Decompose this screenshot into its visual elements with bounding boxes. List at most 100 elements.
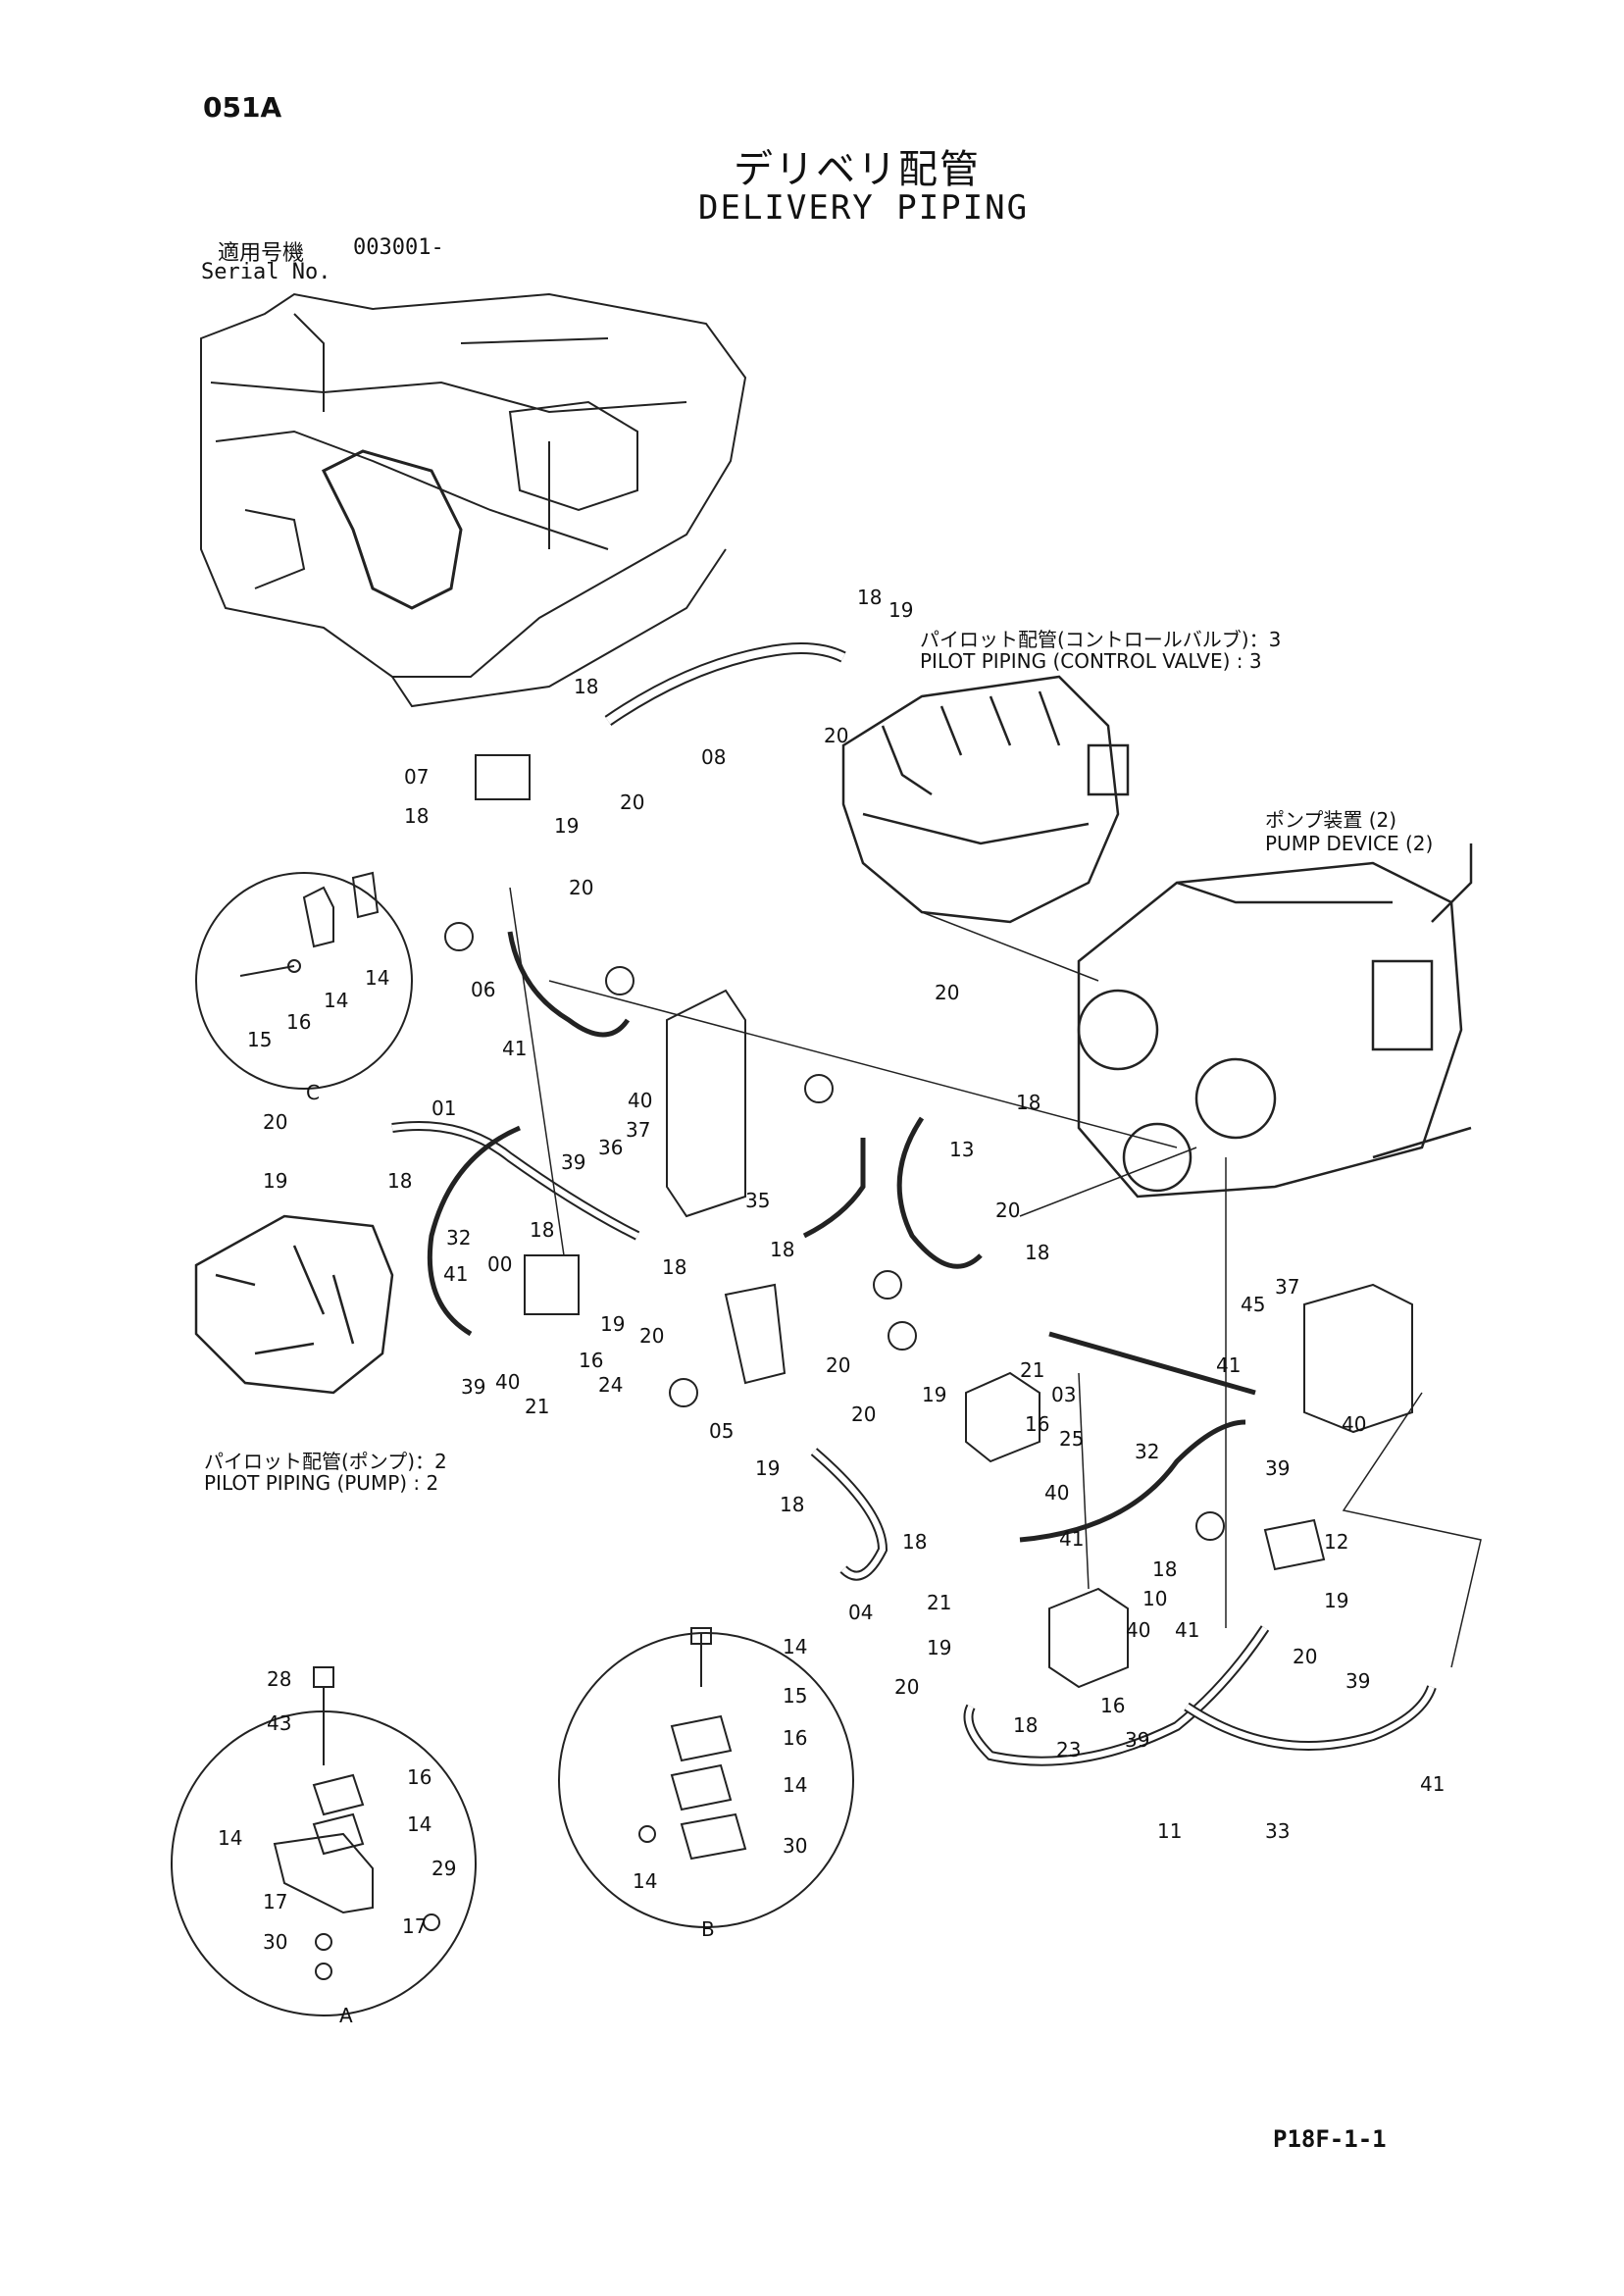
page-reference: P18F-1-1 — [1273, 2125, 1387, 2153]
callout: 25 — [1059, 1427, 1085, 1451]
callout: 21 — [525, 1395, 550, 1418]
callout: 19 — [1324, 1589, 1349, 1612]
callout: 40 — [495, 1370, 521, 1394]
detail-b-label: B — [701, 1917, 715, 1941]
detail-c-parts — [239, 871, 380, 977]
callout: 04 — [848, 1601, 874, 1624]
callout: 43 — [267, 1711, 292, 1735]
bracket-35 — [666, 989, 746, 1218]
callout: 40 — [1044, 1481, 1070, 1505]
callout: 33 — [1265, 1819, 1291, 1843]
pipe-06 — [507, 931, 631, 1038]
callout: 20 — [639, 1324, 665, 1348]
pump-device-note-en: PUMP DEVICE (2) — [1265, 832, 1434, 855]
callout: 21 — [1020, 1358, 1045, 1382]
pilot-pump-valve-illustration — [194, 1214, 394, 1395]
callout: 14 — [365, 966, 390, 990]
callout: 32 — [446, 1226, 472, 1250]
callout: 40 — [1126, 1618, 1151, 1642]
callout: 41 — [502, 1037, 528, 1060]
detail-c-label: C — [306, 1081, 320, 1104]
callout: 17 — [402, 1914, 428, 1938]
pump-device-note-ja: ポンプ装置 (2) — [1265, 808, 1397, 832]
callout: 41 — [1059, 1527, 1085, 1551]
callout: 16 — [286, 1010, 312, 1034]
callout: 06 — [471, 978, 496, 1001]
callout: 05 — [709, 1419, 735, 1443]
pilot-pump-note-ja: パイロット配管(ポンプ)：2 — [204, 1450, 447, 1473]
detail-a-parts — [273, 1666, 440, 1980]
callout: 14 — [218, 1826, 243, 1850]
detail-c-circle — [195, 872, 413, 1090]
serial-label-japanese: 適用号機 — [218, 241, 305, 266]
pump-device-illustration — [1077, 843, 1473, 1199]
callout: 14 — [783, 1773, 808, 1797]
callout: 20 — [824, 724, 849, 747]
callout: 30 — [783, 1834, 808, 1858]
callout: 07 — [404, 765, 430, 789]
callout: 14 — [324, 989, 349, 1012]
callout: 32 — [1135, 1440, 1160, 1463]
callout: 40 — [1342, 1412, 1367, 1436]
block-10 — [1048, 1587, 1129, 1689]
pipe-bar-top — [1048, 1331, 1256, 1396]
pipe-32-right — [1019, 1419, 1246, 1543]
callout: 45 — [1241, 1293, 1266, 1316]
callout: 16 — [579, 1349, 604, 1372]
block-00 — [524, 1254, 580, 1315]
callout: 23 — [1056, 1738, 1082, 1761]
callout: 18 — [404, 804, 430, 828]
pilot-cv-note-en: PILOT PIPING (CONTROL VALVE) : 3 — [920, 649, 1262, 673]
title-english: DELIVERY PIPING — [698, 188, 1030, 228]
callout: 35 — [745, 1189, 771, 1212]
callout: 24 — [598, 1373, 624, 1397]
callout: 18 — [387, 1169, 413, 1193]
pilot-pump-note-en: PILOT PIPING (PUMP) : 2 — [204, 1471, 439, 1495]
callout: 37 — [1275, 1275, 1300, 1299]
callout: 36 — [598, 1136, 624, 1159]
callout: 16 — [1025, 1412, 1050, 1436]
serial-value: 003001- — [353, 235, 444, 260]
callout: 39 — [561, 1150, 586, 1174]
pipe-13 — [896, 1116, 983, 1269]
callout: 19 — [927, 1636, 952, 1659]
callout: 14 — [783, 1635, 808, 1658]
callout: 18 — [857, 586, 883, 609]
callout: 19 — [554, 814, 580, 838]
detail-a-label: A — [339, 2004, 353, 2027]
callout: 16 — [1100, 1694, 1126, 1717]
callout: 18 — [1025, 1241, 1050, 1264]
callout: 41 — [443, 1262, 469, 1286]
callout: 20 — [1293, 1645, 1318, 1668]
detail-b-circle — [558, 1632, 854, 1928]
hose-33 — [1184, 1685, 1437, 1751]
callout: 15 — [783, 1684, 808, 1708]
callout: 18 — [662, 1255, 687, 1279]
callout: 18 — [902, 1530, 928, 1554]
callout: 39 — [1265, 1456, 1291, 1480]
callout: 39 — [1125, 1728, 1150, 1752]
block-03 — [965, 1371, 1040, 1463]
callout: 03 — [1051, 1383, 1077, 1406]
pipe-32-left — [427, 1125, 521, 1337]
callout: 28 — [267, 1667, 292, 1691]
title-japanese: デリベリ配管 — [734, 147, 981, 192]
machine-overview-illustration — [200, 292, 747, 708]
callout: 39 — [461, 1375, 486, 1399]
callout: 08 — [701, 745, 727, 769]
callout: 41 — [1216, 1353, 1242, 1377]
callout: 18 — [574, 675, 599, 698]
page-code: 051A — [203, 91, 282, 124]
callout: 20 — [620, 791, 645, 814]
callout: 41 — [1175, 1618, 1200, 1642]
callout: 20 — [263, 1110, 288, 1134]
pipe-right-mid — [802, 1138, 866, 1239]
callout: 19 — [922, 1383, 947, 1406]
callout: 30 — [263, 1930, 288, 1954]
pilot-cv-note-ja: パイロット配管(コントロールバルブ)：3 — [920, 628, 1282, 651]
callout: 39 — [1345, 1669, 1371, 1693]
block-07 — [475, 754, 531, 800]
callout: 29 — [431, 1857, 457, 1880]
callout: 20 — [894, 1675, 920, 1699]
